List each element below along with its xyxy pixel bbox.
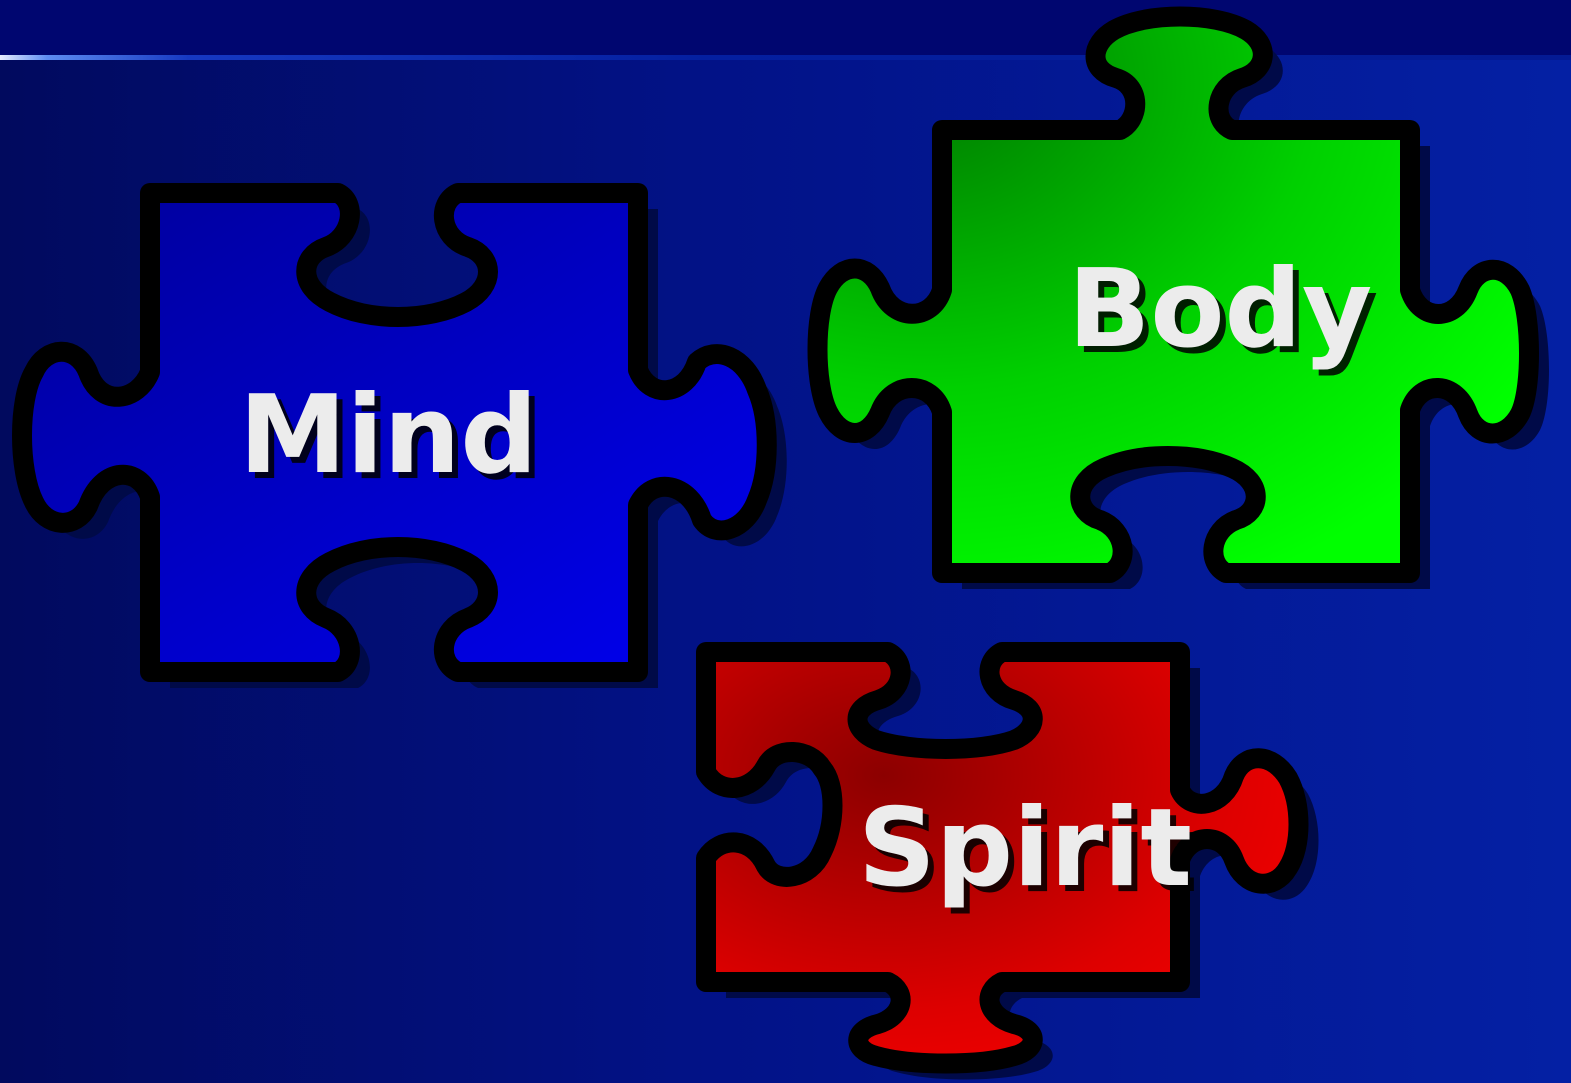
spirit-label: Spirit [858, 786, 1192, 911]
mind-piece: Mind Mind [22, 193, 787, 688]
spirit-piece: Spirit Spirit [706, 652, 1319, 1080]
mind-label: Mind [239, 373, 538, 498]
body-label: Body [1068, 247, 1372, 372]
body-piece: Body Body [818, 17, 1550, 590]
